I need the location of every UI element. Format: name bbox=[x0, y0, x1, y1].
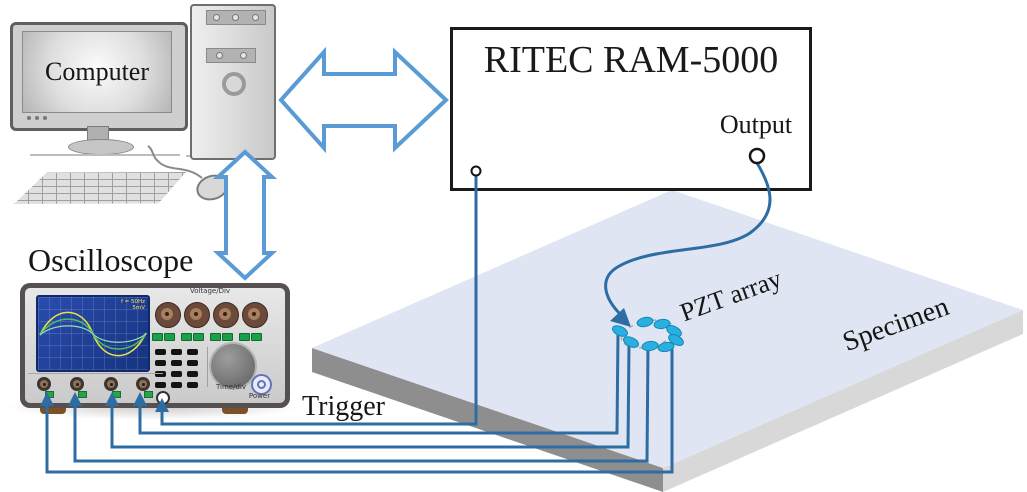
keypad-button bbox=[171, 360, 182, 366]
ritec-title: RITEC RAM-5000 bbox=[483, 39, 779, 81]
keypad-button bbox=[171, 382, 182, 388]
power-label: Power bbox=[248, 392, 271, 400]
tower-power-ring bbox=[222, 72, 246, 96]
oscilloscope-label: Oscilloscope bbox=[28, 242, 194, 278]
screw-icon bbox=[239, 52, 247, 59]
keypad-button bbox=[171, 371, 182, 377]
keypad-button bbox=[155, 371, 166, 377]
connector-tag bbox=[78, 391, 87, 398]
bus-arrow-vertical bbox=[212, 149, 278, 281]
monitor-base bbox=[68, 139, 134, 155]
trigger-label: Trigger bbox=[302, 391, 385, 422]
bnc-connector-ch3 bbox=[104, 377, 118, 391]
monitor-screen: Computer bbox=[22, 31, 172, 113]
pzt-array-label: PZT array bbox=[676, 263, 786, 328]
keypad-button bbox=[155, 360, 166, 366]
channel-led bbox=[210, 333, 221, 341]
bus-arrow-horizontal bbox=[278, 46, 449, 154]
bnc-connector-ch4 bbox=[136, 377, 150, 391]
specimen-label: Specimen bbox=[838, 291, 954, 358]
pzt-dot bbox=[657, 341, 675, 353]
voltage-div-label: Voltage/Div bbox=[189, 287, 231, 295]
panel-divider bbox=[207, 347, 208, 387]
keypad-button bbox=[187, 349, 198, 355]
screen-readout: f = 50Hz 5mV bbox=[120, 299, 145, 311]
desk-line bbox=[30, 154, 180, 156]
screw-icon bbox=[213, 14, 221, 21]
connector-tag bbox=[144, 391, 153, 398]
bnc-connector-ch2 bbox=[70, 377, 84, 391]
voltage-knob bbox=[242, 302, 268, 328]
oscilloscope-screen: f = 50Hz 5mV bbox=[36, 295, 150, 372]
bnc-connector-ch1 bbox=[37, 377, 51, 391]
computer-label: Computer bbox=[45, 57, 149, 86]
channel-led bbox=[164, 333, 175, 341]
keypad-button bbox=[187, 382, 198, 388]
ritec-box: RITEC RAM-5000 bbox=[450, 27, 812, 191]
output-label: Output bbox=[719, 110, 793, 139]
channel-led bbox=[222, 333, 233, 341]
keypad-button bbox=[155, 382, 166, 388]
channel-led bbox=[193, 333, 204, 341]
pzt-dot bbox=[641, 340, 659, 352]
monitor-led bbox=[35, 116, 39, 120]
keypad-button bbox=[187, 360, 198, 366]
oscilloscope-body: f = 50Hz 5mV Voltage/Div bbox=[20, 283, 290, 408]
screw-icon bbox=[232, 14, 240, 21]
keypad-button bbox=[155, 349, 166, 355]
panel-line bbox=[28, 373, 163, 374]
keyboard bbox=[14, 172, 186, 204]
drive-bay bbox=[206, 48, 256, 63]
voltage-knob bbox=[213, 302, 239, 328]
channel-led bbox=[181, 333, 192, 341]
voltage-knob bbox=[184, 302, 210, 328]
monitor-led bbox=[27, 116, 31, 120]
monitor-led bbox=[43, 116, 47, 120]
trigger-input bbox=[156, 391, 170, 405]
connector-tag bbox=[112, 391, 121, 398]
keypad-button bbox=[187, 371, 198, 377]
channel-led bbox=[239, 333, 250, 341]
pzt-dot bbox=[636, 316, 654, 328]
pzt-dot bbox=[623, 336, 639, 348]
computer-tower bbox=[190, 4, 276, 160]
connector-tag bbox=[45, 391, 54, 398]
screw-icon bbox=[215, 52, 223, 59]
drive-bay bbox=[206, 10, 266, 25]
arrowhead-output-cable bbox=[610, 308, 631, 327]
voltage-knob bbox=[155, 302, 181, 328]
sine-wave-3 bbox=[39, 325, 147, 343]
screw-icon bbox=[251, 14, 259, 21]
pzt-dot bbox=[668, 334, 684, 346]
pzt-dot bbox=[612, 325, 628, 337]
channel-led bbox=[152, 333, 163, 341]
keypad-button bbox=[171, 349, 182, 355]
mouse bbox=[192, 170, 233, 205]
channel-led bbox=[251, 333, 262, 341]
